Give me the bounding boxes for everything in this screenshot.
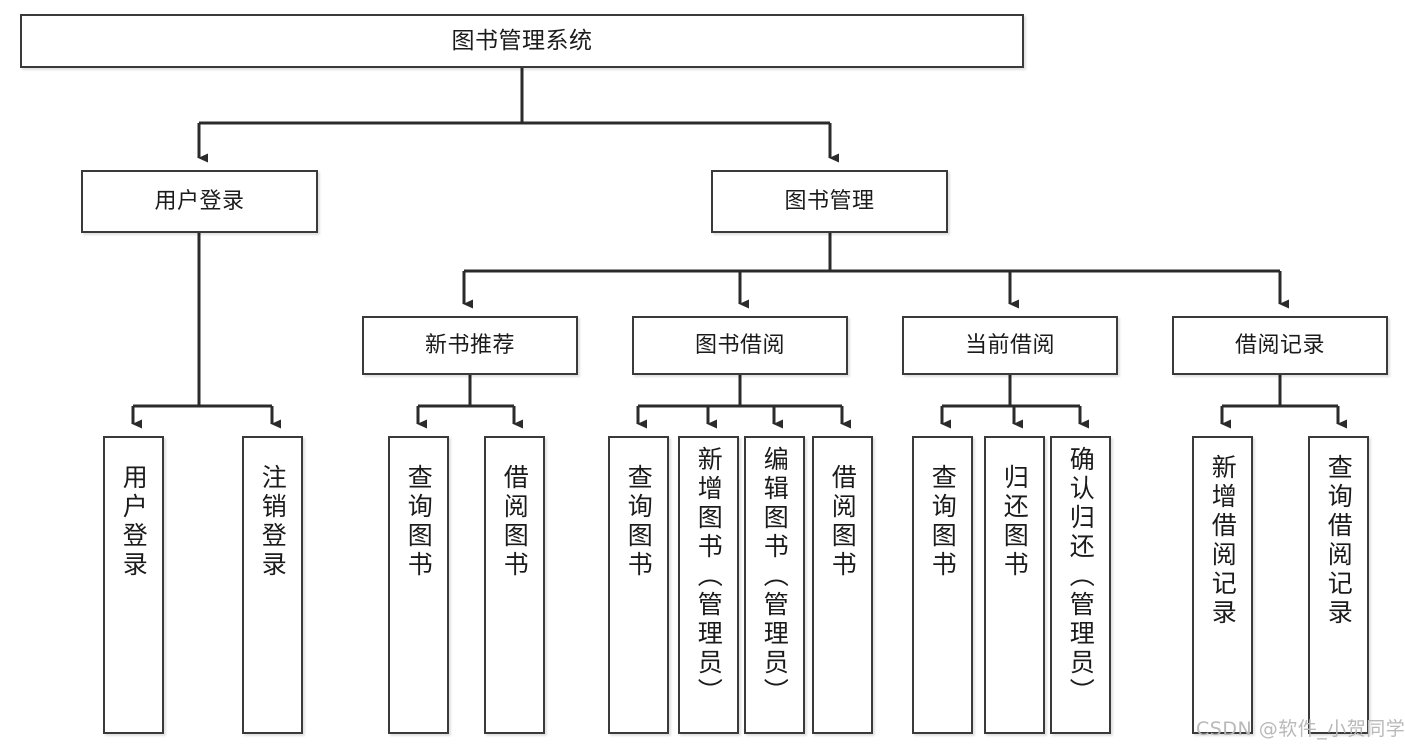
leaf-confirm-return-label: 确认归还（管理员） [1066,446,1096,707]
node-current-borrow-label: 当前借阅 [964,332,1055,358]
leaf-query-book-2[interactable]: 查询图书 [608,436,669,734]
node-user-login[interactable]: 用户登录 [81,170,318,233]
leaf-query-book-1-label: 查询图书 [404,464,434,580]
leaf-query-borrow-record[interactable]: 查询借阅记录 [1308,436,1369,734]
node-book-manage[interactable]: 图书管理 [711,170,948,233]
leaf-borrow-book-1-label: 借阅图书 [500,464,530,580]
leaf-user-login-label: 用户登录 [119,464,149,580]
node-book-borrow-label: 图书借阅 [694,332,785,358]
leaf-query-book-3[interactable]: 查询图书 [912,436,973,734]
node-new-book-recommend[interactable]: 新书推荐 [362,316,578,375]
edge-group-borrow-record [1220,375,1347,429]
leaf-edit-book[interactable]: 编辑图书（管理员） [744,436,805,734]
edge-group-new-book-recommend [416,375,523,429]
leaf-query-book-3-label: 查询图书 [928,464,958,580]
leaf-add-borrow-record[interactable]: 新增借阅记录 [1192,436,1253,734]
node-user-login-label: 用户登录 [154,188,245,214]
node-current-borrow[interactable]: 当前借阅 [902,316,1118,375]
node-root-label: 图书管理系统 [451,27,593,54]
leaf-borrow-book-2-label: 借阅图书 [828,464,858,580]
csdn-watermark: CSDN @软件_小贺同学 [1196,718,1405,740]
leaf-add-borrow-record-label: 新增借阅记录 [1208,454,1238,628]
node-root[interactable]: 图书管理系统 [20,14,1024,68]
leaf-query-book-1[interactable]: 查询图书 [388,436,449,734]
leaf-user-logout[interactable]: 注销登录 [242,436,303,734]
leaf-borrow-book-1[interactable]: 借阅图书 [484,436,545,734]
leaf-add-book-label: 新增图书（管理员） [694,446,724,707]
node-book-manage-label: 图书管理 [784,188,875,214]
edge-group-root [197,68,839,163]
edge-group-book-borrow [636,375,851,429]
edge-group-current-borrow [940,375,1089,429]
node-borrow-record-label: 借阅记录 [1234,332,1325,358]
leaf-add-book[interactable]: 新增图书（管理员） [678,436,739,734]
leaf-user-logout-label: 注销登录 [258,464,288,580]
leaf-query-borrow-record-label: 查询借阅记录 [1324,454,1354,628]
node-book-borrow[interactable]: 图书借阅 [632,316,848,375]
leaf-borrow-book-2[interactable]: 借阅图书 [812,436,873,734]
leaf-user-login[interactable]: 用户登录 [103,436,164,734]
leaf-return-book[interactable]: 归还图书 [984,436,1045,734]
leaf-confirm-return[interactable]: 确认归还（管理员） [1050,436,1111,734]
node-new-book-recommend-label: 新书推荐 [424,332,515,358]
leaf-edit-book-label: 编辑图书（管理员） [760,446,790,707]
leaf-query-book-2-label: 查询图书 [624,464,654,580]
edge-group-book-manage [462,233,1289,309]
leaf-return-book-label: 归还图书 [1000,464,1030,580]
node-borrow-record[interactable]: 借阅记录 [1172,316,1388,375]
edge-group-user-login [131,233,281,429]
